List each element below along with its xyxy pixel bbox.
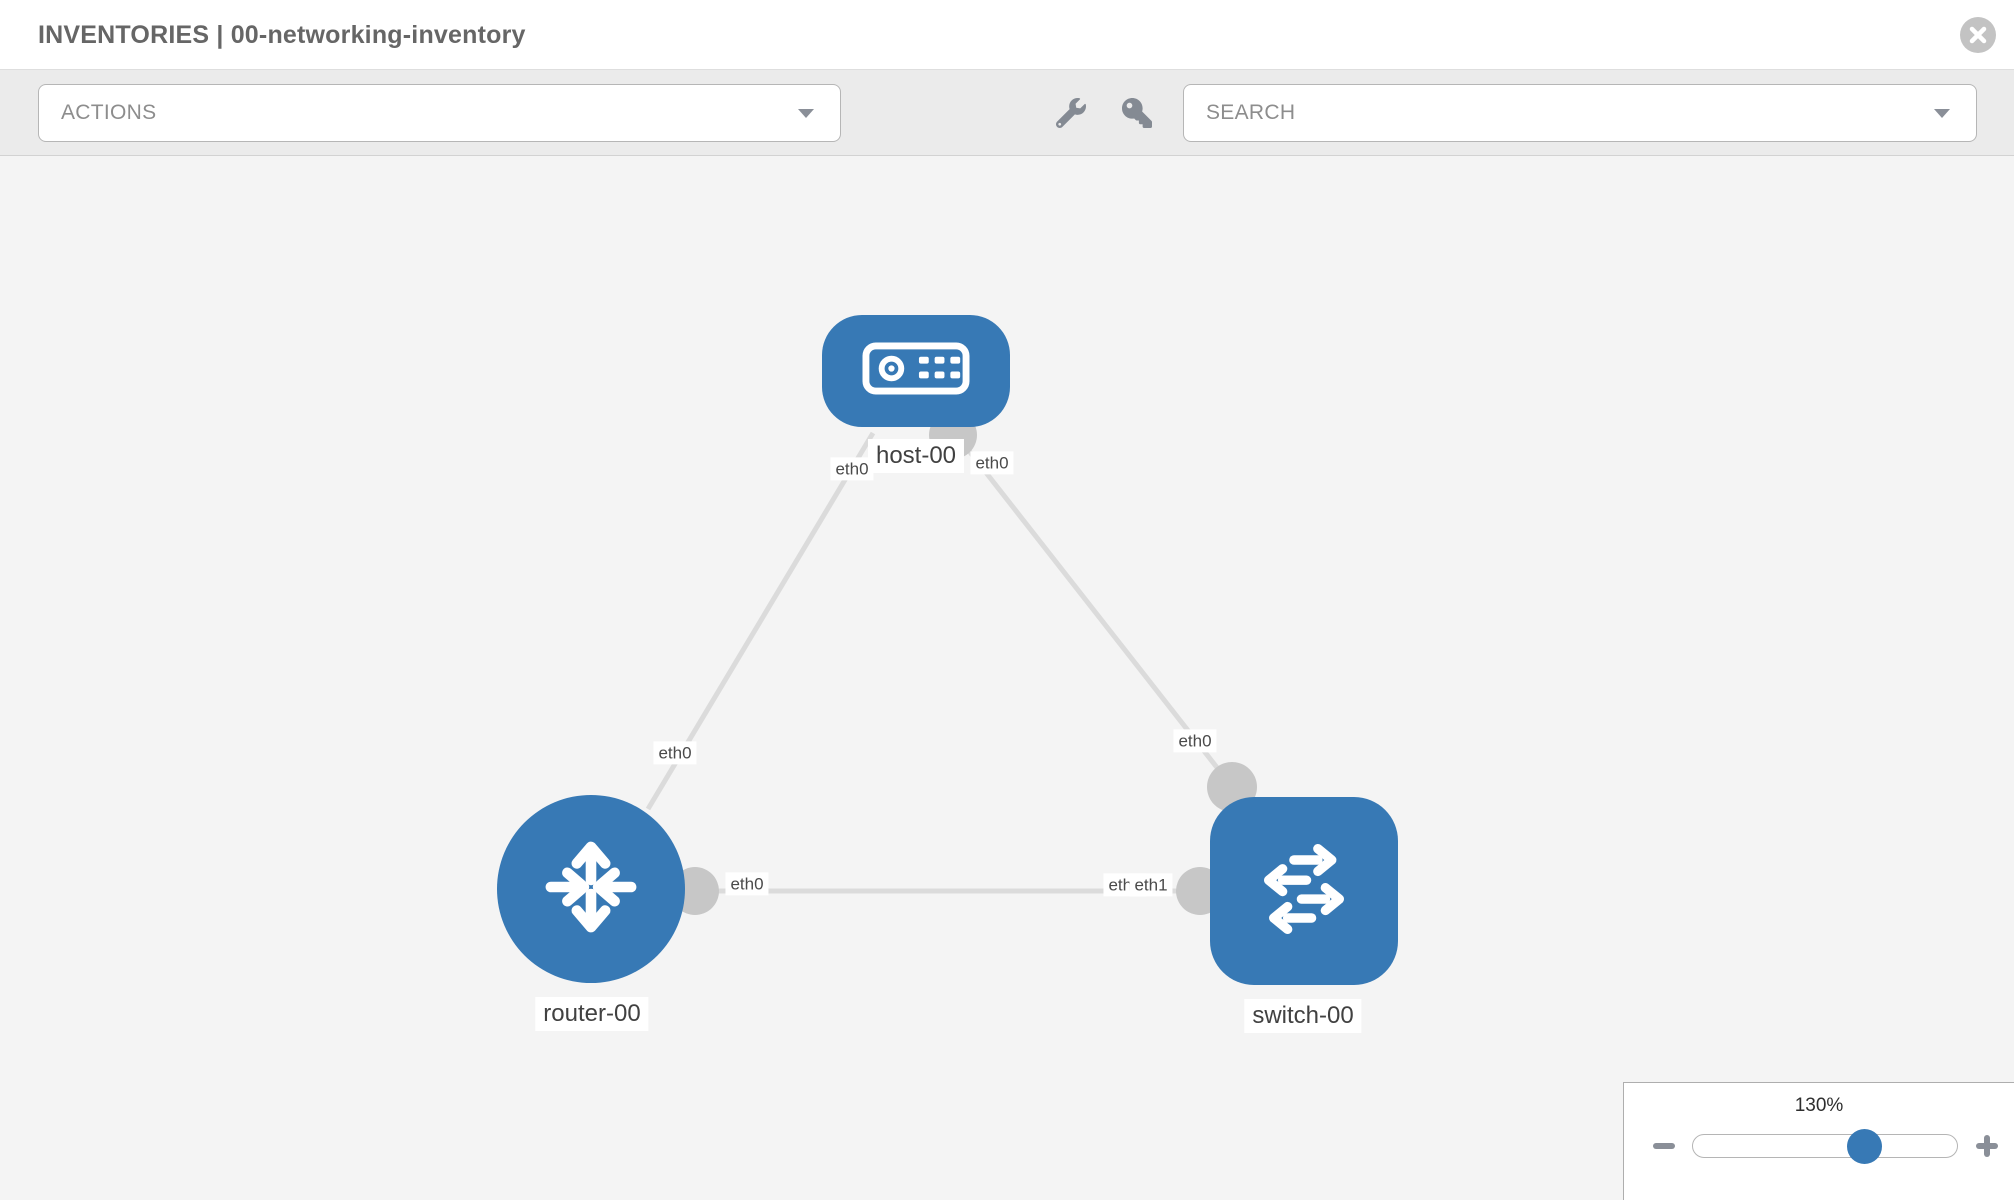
zoom-panel: 130% [1623,1082,2014,1200]
port-label-switch-left-front: eth1 [1129,873,1173,897]
plus-icon [1976,1135,1998,1157]
port-label-router-top: eth0 [653,741,697,765]
zoom-in-button[interactable] [1974,1133,2000,1159]
router-arrows-icon [532,828,650,951]
host-server-icon [862,342,970,400]
node-label-switch-00: switch-00 [1244,999,1362,1033]
page-title: INVENTORIES | 00-networking-inventory [38,21,526,49]
link-host-switch[interactable] [953,431,1235,790]
links-layer [645,411,1257,915]
search-placeholder: SEARCH [1206,101,1296,124]
node-router-00[interactable] [497,795,685,983]
port-label-host-left: eth0 [830,457,874,481]
zoom-level-text: 130% [1794,1095,1844,1116]
caret-down-icon [798,109,814,118]
node-label-host-00: host-00 [867,439,965,473]
toolbar: ACTIONS SEARCH [0,70,2014,156]
zoom-out-button[interactable] [1651,1133,1677,1159]
port-label-router-right: eth0 [725,872,769,896]
port-label-switch-top: eth0 [1173,729,1217,753]
zoom-slider[interactable] [1692,1129,1958,1164]
close-button[interactable] [1960,17,1996,53]
wrench-tool-button[interactable] [1054,96,1088,130]
minus-icon [1653,1143,1675,1149]
zoom-slider-thumb[interactable] [1847,1129,1882,1164]
port-label-host-right: eth0 [970,451,1014,475]
node-label-router-00: router-00 [535,997,649,1031]
header-bar: INVENTORIES | 00-networking-inventory [0,0,2014,70]
switch-arrows-icon [1241,826,1367,957]
actions-dropdown[interactable]: ACTIONS [38,84,841,142]
wrench-icon [1056,97,1086,128]
key-icon [1122,97,1152,128]
close-icon [1969,26,1987,44]
search-dropdown[interactable]: SEARCH [1183,84,1977,142]
topology-canvas[interactable]: eth0 host-00 eth0 eth0 eth0 eth0 eth0 et… [0,156,2014,1200]
key-tool-button[interactable] [1120,96,1154,130]
caret-down-icon [1934,109,1950,118]
node-switch-00[interactable] [1210,797,1398,985]
actions-dropdown-label: ACTIONS [61,101,157,124]
node-host-00[interactable] [822,315,1010,427]
